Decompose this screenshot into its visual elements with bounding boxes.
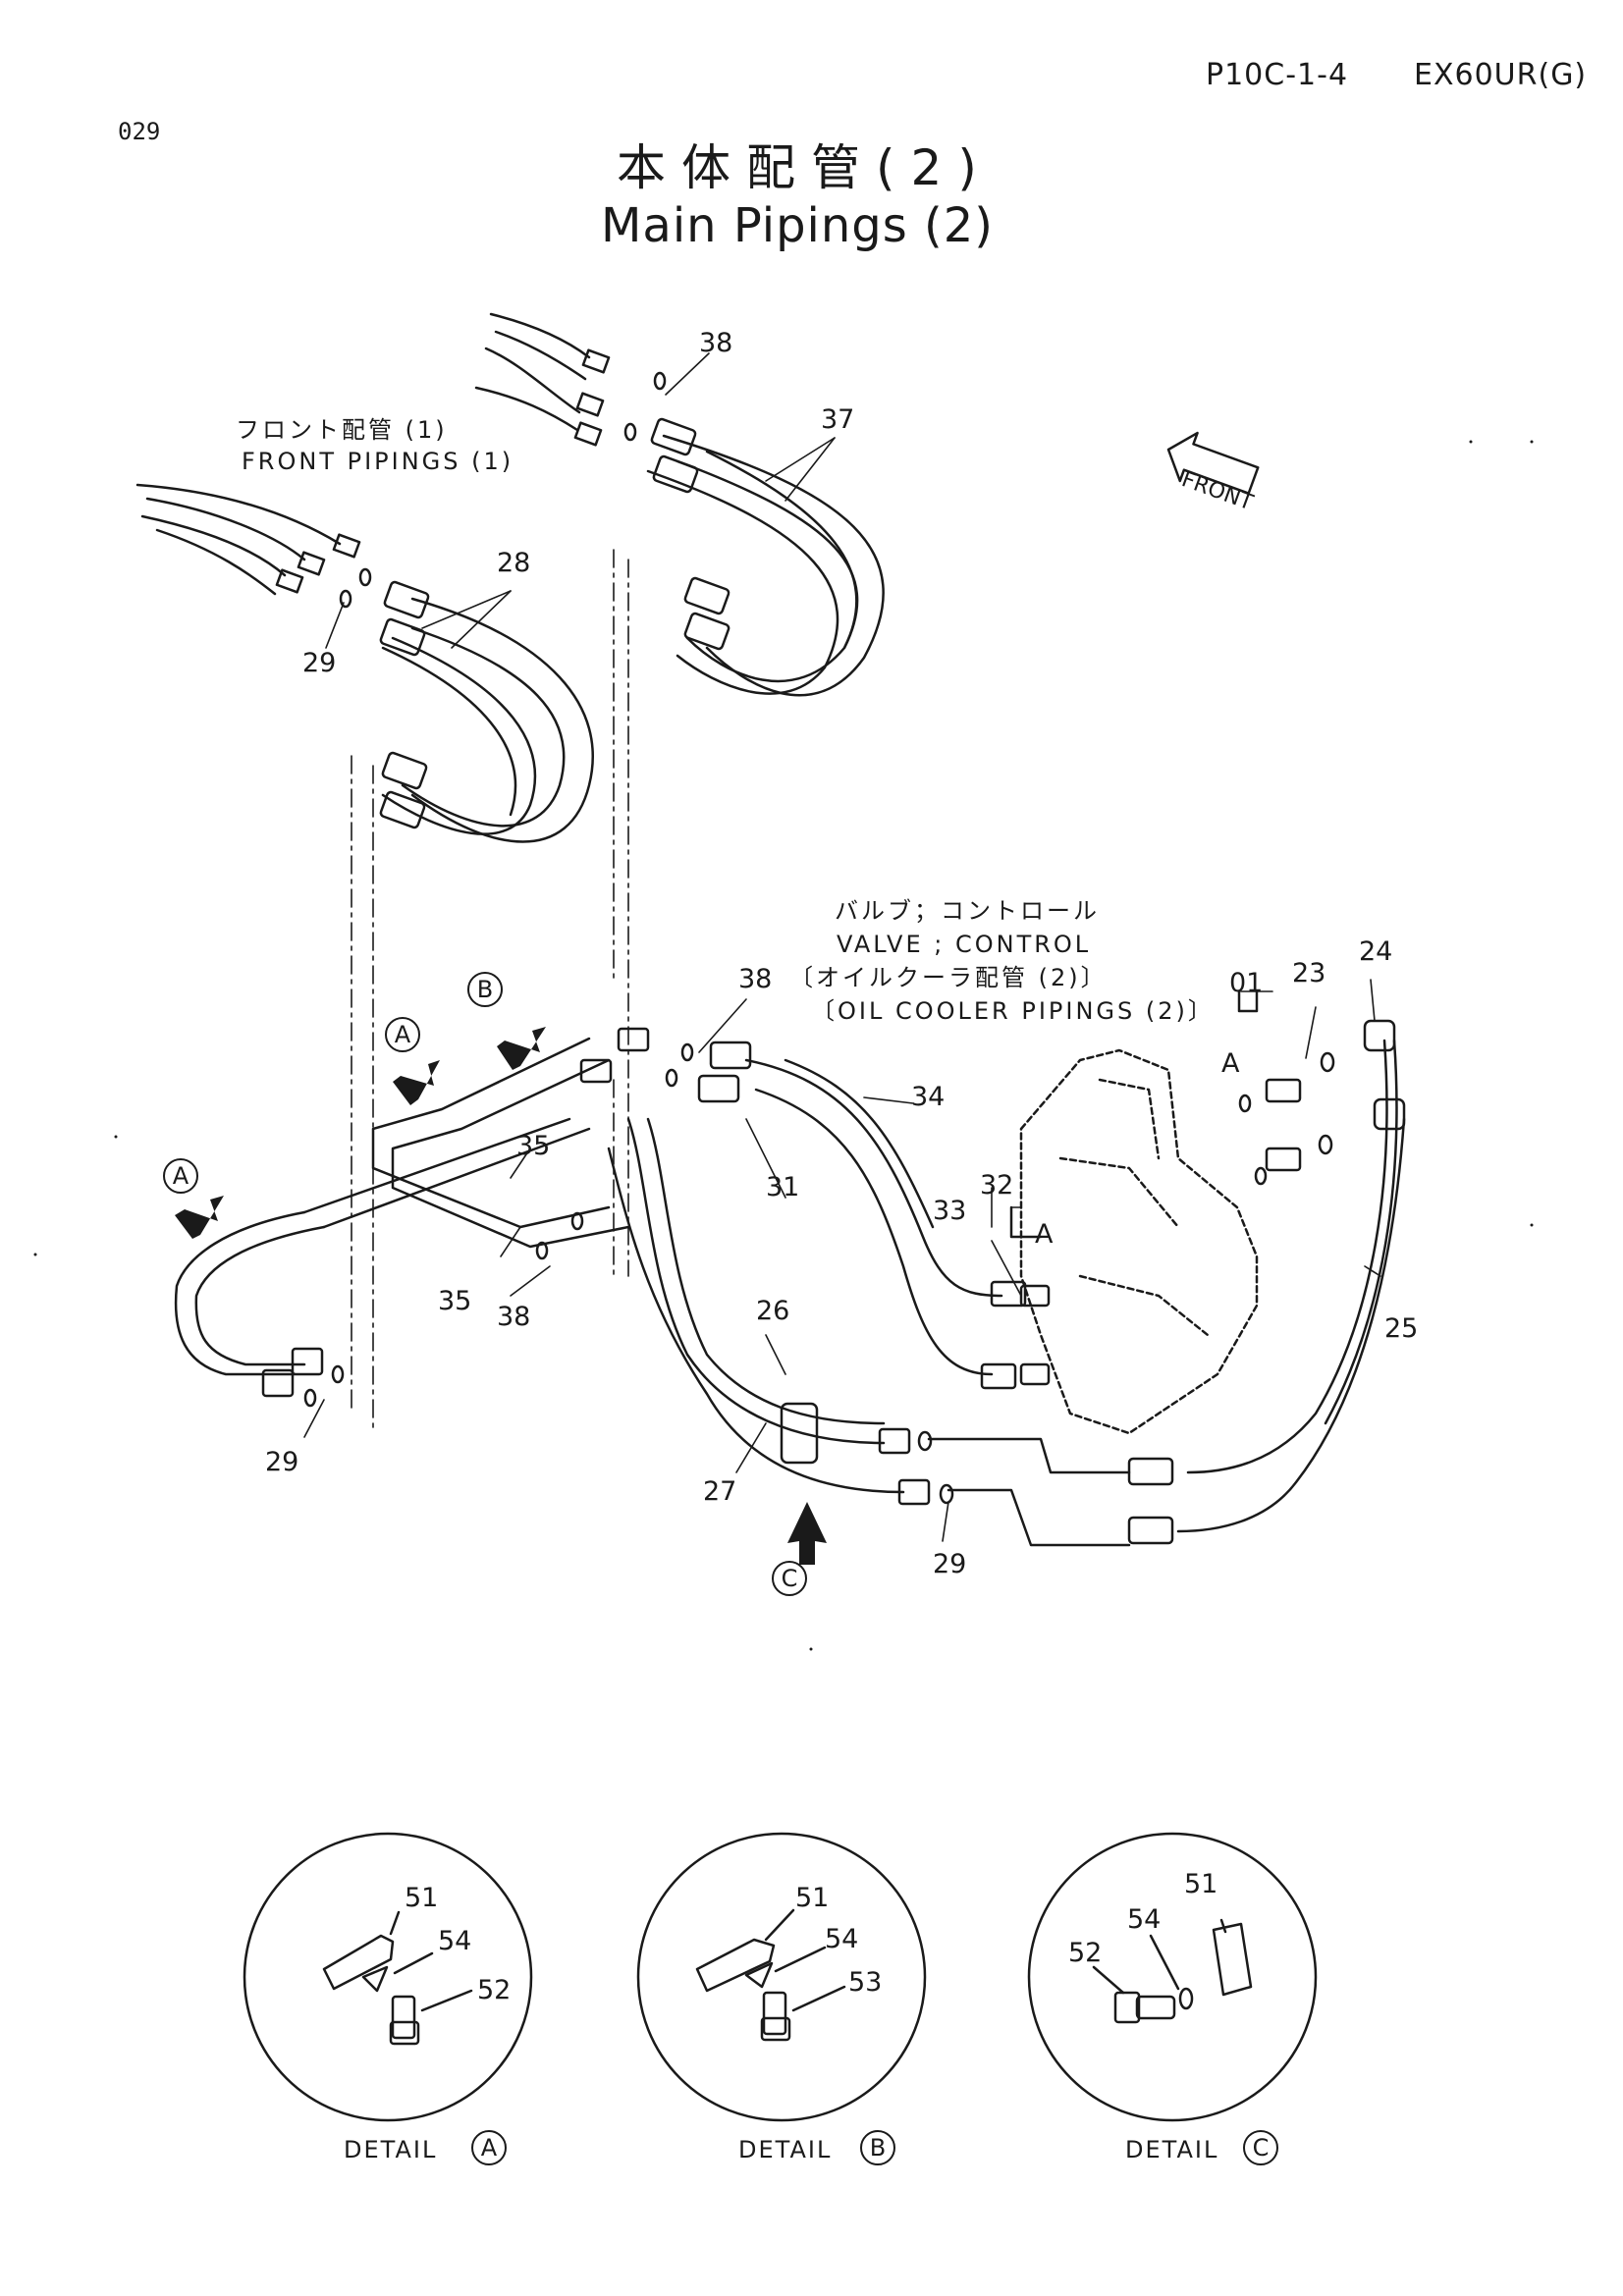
callout-25: 25 [1384,1313,1419,1344]
machine-model: EX60UR(G) [1414,58,1588,92]
detail-b-label: DETAIL [738,2136,833,2163]
callout-32: 32 [980,1170,1014,1201]
title-english: Main Pipings (2) [601,198,995,253]
detail-b-letter: B [860,2130,895,2165]
front-pipe-ends-top [474,312,611,447]
callout-29-bottom: 29 [933,1549,967,1579]
detail-b-parts [695,1908,846,2042]
callout-26: 26 [756,1296,790,1326]
detail-b-part-51: 51 [795,1883,830,1913]
front-direction-arrow [1166,431,1260,495]
hose-31-34 [697,1041,1027,1390]
callout-38-top: 38 [699,328,733,358]
callout-23: 23 [1292,958,1326,988]
view-marker-c: C [772,1561,807,1596]
view-arrows [175,1027,827,1565]
page-number: 029 [118,118,161,145]
detail-c-parts [1092,1918,1253,2024]
pipe-26-27 [607,1117,931,1506]
callout-28: 28 [497,548,531,578]
callout-a-lower: A [1035,1219,1054,1250]
valve-note-en: VALVE ; CONTROL [837,931,1092,958]
front-pipings-note-jp: フロント配管 (1) [236,416,448,444]
fittings-01-23 [1009,989,1335,1386]
detail-a-parts [322,1910,473,2046]
valve-note-jp: バルブ；コントロール [835,897,1100,925]
hose-37 [646,417,885,697]
callout-29-upper: 29 [302,648,337,678]
callout-27: 27 [703,1476,737,1507]
detail-c-label: DETAIL [1125,2136,1219,2163]
callout-a-upper: A [1221,1048,1240,1079]
hose-24-25 [927,1019,1406,1547]
callout-34: 34 [911,1082,946,1112]
title-japanese: 本体配管(2) [617,139,993,196]
callout-31: 31 [766,1172,800,1202]
view-marker-a-left: A [163,1158,198,1194]
detail-c-part-54: 54 [1127,1904,1162,1935]
callout-33: 33 [933,1196,967,1226]
detail-b-part-54: 54 [825,1924,859,1954]
callout-35-upper: 35 [516,1131,551,1161]
callout-24: 24 [1359,936,1393,967]
detail-a-label: DETAIL [344,2136,438,2163]
callout-01: 01 [1229,968,1264,998]
view-marker-a-upper: A [385,1017,420,1052]
detail-a-part-54: 54 [438,1926,472,1956]
front-pipings-note-en: FRONT PIPINGS (1) [242,448,514,475]
callout-38-mid: 38 [738,964,773,994]
control-valve [1019,1048,1259,1435]
phantom-lines [351,549,629,1434]
callout-29-left: 29 [265,1447,299,1477]
detail-a-part-52: 52 [477,1975,512,2005]
drawing-code: P10C-1-4 [1206,58,1349,92]
detail-c-letter: C [1243,2130,1278,2165]
detail-a-letter: A [471,2130,507,2165]
detail-a-part-51: 51 [405,1883,439,1913]
hose-28 [379,580,594,843]
view-marker-b: B [467,972,503,1007]
pipe-35 [174,1027,650,1398]
cooler-note-en: 〔OIL COOLER PIPINGS (2)〕 [811,997,1215,1025]
detail-c-part-51: 51 [1184,1869,1218,1899]
detail-b-part-53: 53 [848,1967,883,1998]
leader-lines [303,352,1381,1542]
callout-38-lower: 38 [497,1302,531,1332]
front-pipe-ends-left [135,483,361,596]
callout-37: 37 [821,404,855,435]
detail-c-part-52: 52 [1068,1938,1103,1968]
detail-circles [243,1832,1318,2122]
cooler-note-jp: 〔オイルクーラ配管 (2)〕 [789,964,1108,991]
callout-35-lower: 35 [438,1286,472,1316]
scan-dots [33,440,1534,1651]
o-rings [303,371,1268,1505]
